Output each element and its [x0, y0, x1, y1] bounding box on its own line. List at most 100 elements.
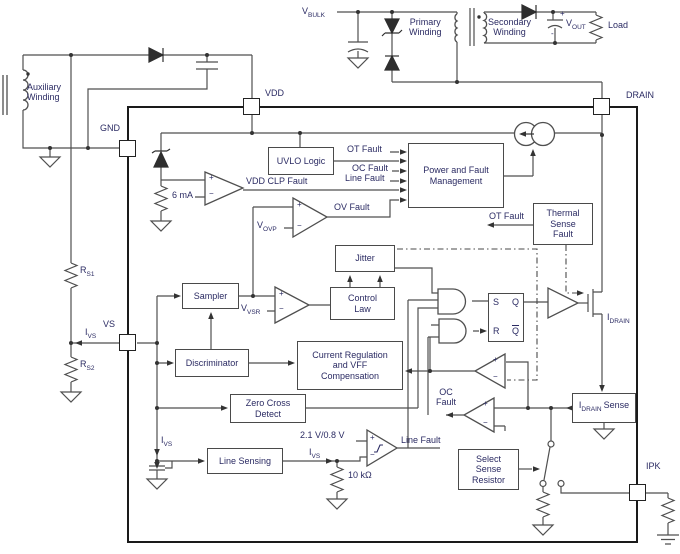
jitter-modulation-link — [397, 248, 538, 381]
rs2-label: RS2 — [80, 359, 95, 372]
vvsr-label: VVSR — [241, 303, 261, 316]
uvlo-label: UVLO Logic — [276, 155, 326, 166]
block-control-law: Control Law — [330, 287, 395, 320]
ilim-plus: + — [493, 355, 498, 364]
pin-drain — [593, 98, 610, 115]
r10k-label: 10 kΩ — [348, 470, 372, 480]
and-gate-set — [437, 288, 467, 315]
ov-plus: + — [297, 200, 302, 209]
sr-flip-flop: S Q R Q — [488, 293, 524, 342]
ground-bulk-cap — [346, 57, 370, 69]
ov-minus: − — [297, 221, 302, 230]
vbulk-label: VBULK — [302, 6, 325, 19]
clamp-tvs-diode — [381, 18, 403, 37]
dash-dot-links — [397, 245, 582, 381]
ivs-left-label: IVS — [85, 327, 97, 340]
transformer-coils — [2, 12, 488, 115]
ground-6ma — [149, 220, 173, 232]
vdd-pin-label: VDD — [265, 88, 285, 98]
vdd-clp-comparator — [204, 171, 245, 207]
gate-driver — [547, 286, 580, 320]
ot-fault-thermal-label: OT Fault — [489, 211, 524, 221]
aux-polarity-dot — [26, 72, 30, 76]
resistor-rs2 — [63, 356, 79, 383]
ipk-pin-label: IPK — [646, 461, 661, 471]
ground-sense-resistor — [531, 524, 555, 536]
pin-ipk — [629, 484, 646, 501]
gnd-pin-label: GND — [100, 123, 120, 133]
vdd-zener-diode — [151, 148, 171, 168]
oc-fault-label: OC Fault — [352, 163, 389, 173]
clp-plus: + — [209, 173, 214, 182]
block-line-sensing: Line Sensing — [207, 448, 283, 474]
junction-dots — [26, 10, 604, 463]
current-limit-comparator — [473, 352, 506, 390]
ground-10k — [325, 498, 349, 510]
line-fault-label: Line Fault — [345, 173, 385, 183]
lf-plus: + — [370, 433, 375, 442]
ivs-bottom-label: IVS — [161, 435, 173, 448]
diodes — [148, 4, 538, 168]
load-label: Load — [608, 20, 629, 30]
ground-idrain-sense — [592, 428, 616, 440]
block-thermal-sense-fault: Thermal Sense Fault — [533, 203, 593, 245]
block-discriminator: Discriminator — [175, 349, 249, 377]
output-rectifier-diode — [521, 4, 538, 20]
resistor-load — [588, 14, 604, 41]
rs1-label: RS1 — [80, 265, 95, 278]
vovp-label: VOVP — [257, 220, 277, 233]
clamp-blocking-diode — [384, 54, 400, 71]
resistors — [63, 14, 676, 524]
cap-plus-label: + — [560, 9, 565, 18]
resistor-rs1 — [63, 262, 79, 289]
ff-qbar-label: Q — [512, 326, 520, 336]
primary-winding-coil — [454, 13, 459, 43]
block-power-fault-management: Power and Fault Management — [408, 143, 504, 208]
vsr-comparator — [274, 285, 311, 325]
clp-minus: − — [209, 189, 214, 198]
ground-symbols — [38, 57, 679, 545]
line-threshold-label: 2.1 V/0.8 V — [300, 430, 345, 440]
ground-line-fet — [145, 478, 169, 490]
vdd-clp-fault-label: VDD CLP Fault — [246, 176, 308, 186]
ff-r-label: R — [493, 326, 500, 336]
idrain-label: IDRAIN — [607, 312, 630, 325]
oc-comparator — [462, 396, 495, 434]
ov-comparator — [292, 196, 329, 239]
ground-ipk-bars — [657, 534, 679, 545]
ot-fault-label: OT Fault — [347, 144, 382, 154]
vs-pin-label: VS — [103, 319, 116, 329]
analog-cells — [204, 171, 580, 468]
ff-s-label: S — [493, 297, 500, 307]
and-gate-reset — [438, 318, 467, 344]
vout-label: VOUT — [566, 18, 586, 31]
oc-plus: + — [483, 399, 488, 408]
block-jitter: Jitter — [335, 245, 395, 272]
oc-minus: − — [483, 418, 488, 427]
ground-aux — [38, 156, 62, 168]
aux-rectifier-diode — [148, 47, 165, 63]
resistor-ipk-external — [660, 497, 676, 524]
line-fault-comparator — [366, 428, 399, 468]
secondary-polarity-dot — [477, 15, 481, 19]
ff-q-label: Q — [512, 297, 520, 307]
secondary-winding-coil — [482, 12, 488, 44]
resistor-sense-internal — [535, 491, 551, 518]
pin-vdd — [243, 98, 260, 115]
ilim-minus: − — [493, 372, 498, 381]
ov-fault-label: OV Fault — [334, 202, 370, 212]
block-zero-cross-detect: Zero Cross Detect — [230, 394, 306, 423]
lf-minus: − — [370, 450, 375, 459]
block-select-sense-resistor: Select Sense Resistor — [458, 449, 519, 490]
resistor-6ma — [153, 185, 169, 212]
drain-pin-label: DRAIN — [626, 90, 655, 100]
block-sampler: Sampler — [182, 283, 239, 309]
startup-current-source — [513, 121, 556, 147]
resistor-10k — [329, 466, 345, 493]
ivs-sense-label: IVS — [309, 447, 321, 460]
